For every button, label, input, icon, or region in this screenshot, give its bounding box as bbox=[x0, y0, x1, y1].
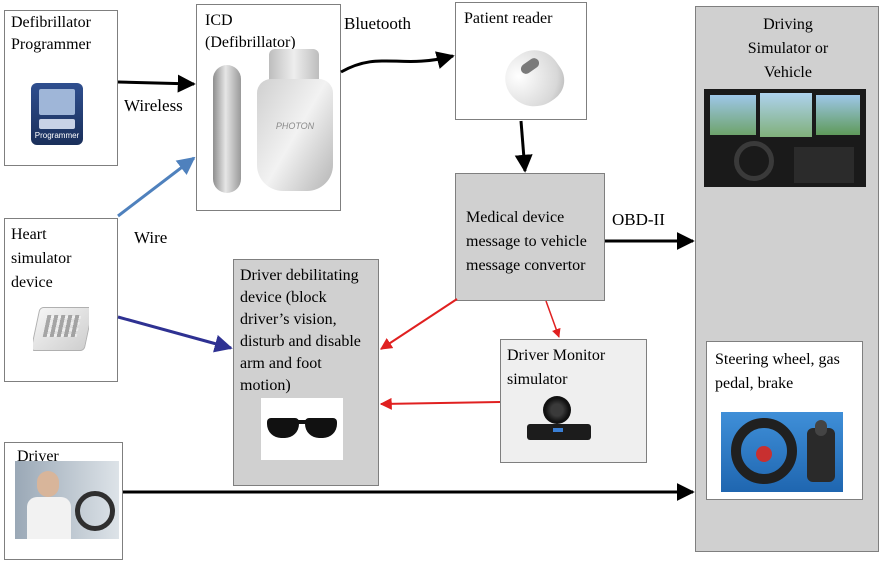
programmer-icon-label: Programmer bbox=[34, 131, 80, 140]
icd-side-image bbox=[213, 65, 241, 193]
arrow-bluetooth bbox=[340, 51, 455, 74]
debilitating-label-6: motion) bbox=[240, 377, 291, 394]
arrow-convertor-to-debilitating bbox=[379, 298, 458, 350]
camera-device-image bbox=[525, 392, 597, 446]
arrow-convertor-to-monitor bbox=[545, 300, 561, 338]
edge-label-bluetooth: Bluetooth bbox=[344, 14, 412, 33]
debilitating-label-5: arm and foot bbox=[240, 355, 322, 372]
patient-reader-box: Patient reader bbox=[455, 2, 587, 120]
arrow-wire-to-icd bbox=[117, 156, 196, 218]
heart-simulator-box: Heart simulator device bbox=[4, 218, 118, 382]
driver-box: Driver bbox=[4, 442, 123, 560]
arrow-wireless bbox=[117, 74, 196, 93]
patient-reader-label: Patient reader bbox=[464, 10, 553, 27]
edge-label-obd: OBD-II bbox=[612, 210, 665, 229]
edge-label-wireless: Wireless bbox=[124, 96, 183, 115]
heart-simulator-label-3: device bbox=[11, 274, 53, 291]
sunglasses-image bbox=[261, 398, 343, 460]
driver-label: Driver bbox=[17, 448, 59, 465]
icd-label-1: ICD bbox=[205, 12, 233, 29]
steering-wheel-image bbox=[721, 412, 843, 492]
steering-box: Steering wheel, gas pedal, brake bbox=[706, 341, 863, 500]
debilitating-label-3: driver’s vision, bbox=[240, 311, 337, 328]
debilitating-label-4: disturb and disable bbox=[240, 333, 361, 350]
heart-simulator-label-2: simulator bbox=[11, 250, 72, 267]
driving-simulator-label-1: Driving bbox=[763, 16, 813, 33]
arrow-heart-to-debilitating bbox=[117, 315, 233, 353]
driver-monitor-box: Driver Monitor simulator bbox=[500, 339, 647, 463]
convertor-label-2: message to vehicle bbox=[466, 233, 587, 250]
icd-label-2: (Defibrillator) bbox=[205, 34, 296, 51]
driver-photo bbox=[15, 461, 119, 539]
driving-simulator-label-3: Vehicle bbox=[764, 64, 812, 81]
steering-label-1: Steering wheel, gas bbox=[715, 351, 840, 368]
driving-simulator-photo bbox=[704, 89, 866, 187]
steering-label-2: pedal, brake bbox=[715, 375, 794, 392]
arrow-reader-to-convertor bbox=[514, 120, 533, 173]
debilitating-label-2: device (block bbox=[240, 289, 327, 306]
convertor-box: Medical device message to vehicle messag… bbox=[455, 173, 605, 301]
convertor-label-1: Medical device bbox=[466, 209, 565, 226]
icd-front-image: PHOTON bbox=[255, 49, 335, 194]
icd-device-text: PHOTON bbox=[275, 121, 315, 131]
defibrillator-programmer-label-2: Programmer bbox=[11, 36, 91, 53]
defibrillator-programmer-box: Defibrillator Programmer Programmer bbox=[4, 10, 118, 166]
heart-simulator-label-1: Heart bbox=[11, 226, 47, 243]
driver-monitor-label-2: simulator bbox=[507, 371, 568, 388]
convertor-label-3: message convertor bbox=[466, 257, 586, 274]
debilitating-device-box: Driver debilitating device (block driver… bbox=[233, 259, 379, 486]
defibrillator-programmer-label-1: Defibrillator bbox=[11, 14, 91, 31]
driving-simulator-label-2: Simulator or bbox=[747, 40, 829, 57]
driver-monitor-label-1: Driver Monitor bbox=[507, 347, 606, 364]
debilitating-label-1: Driver debilitating bbox=[240, 267, 359, 284]
arrow-monitor-to-debilitating bbox=[379, 397, 501, 410]
edge-label-wire: Wire bbox=[134, 228, 168, 247]
icd-box: ICD (Defibrillator) PHOTON bbox=[196, 4, 341, 211]
programmer-device-icon: Programmer bbox=[31, 83, 83, 145]
